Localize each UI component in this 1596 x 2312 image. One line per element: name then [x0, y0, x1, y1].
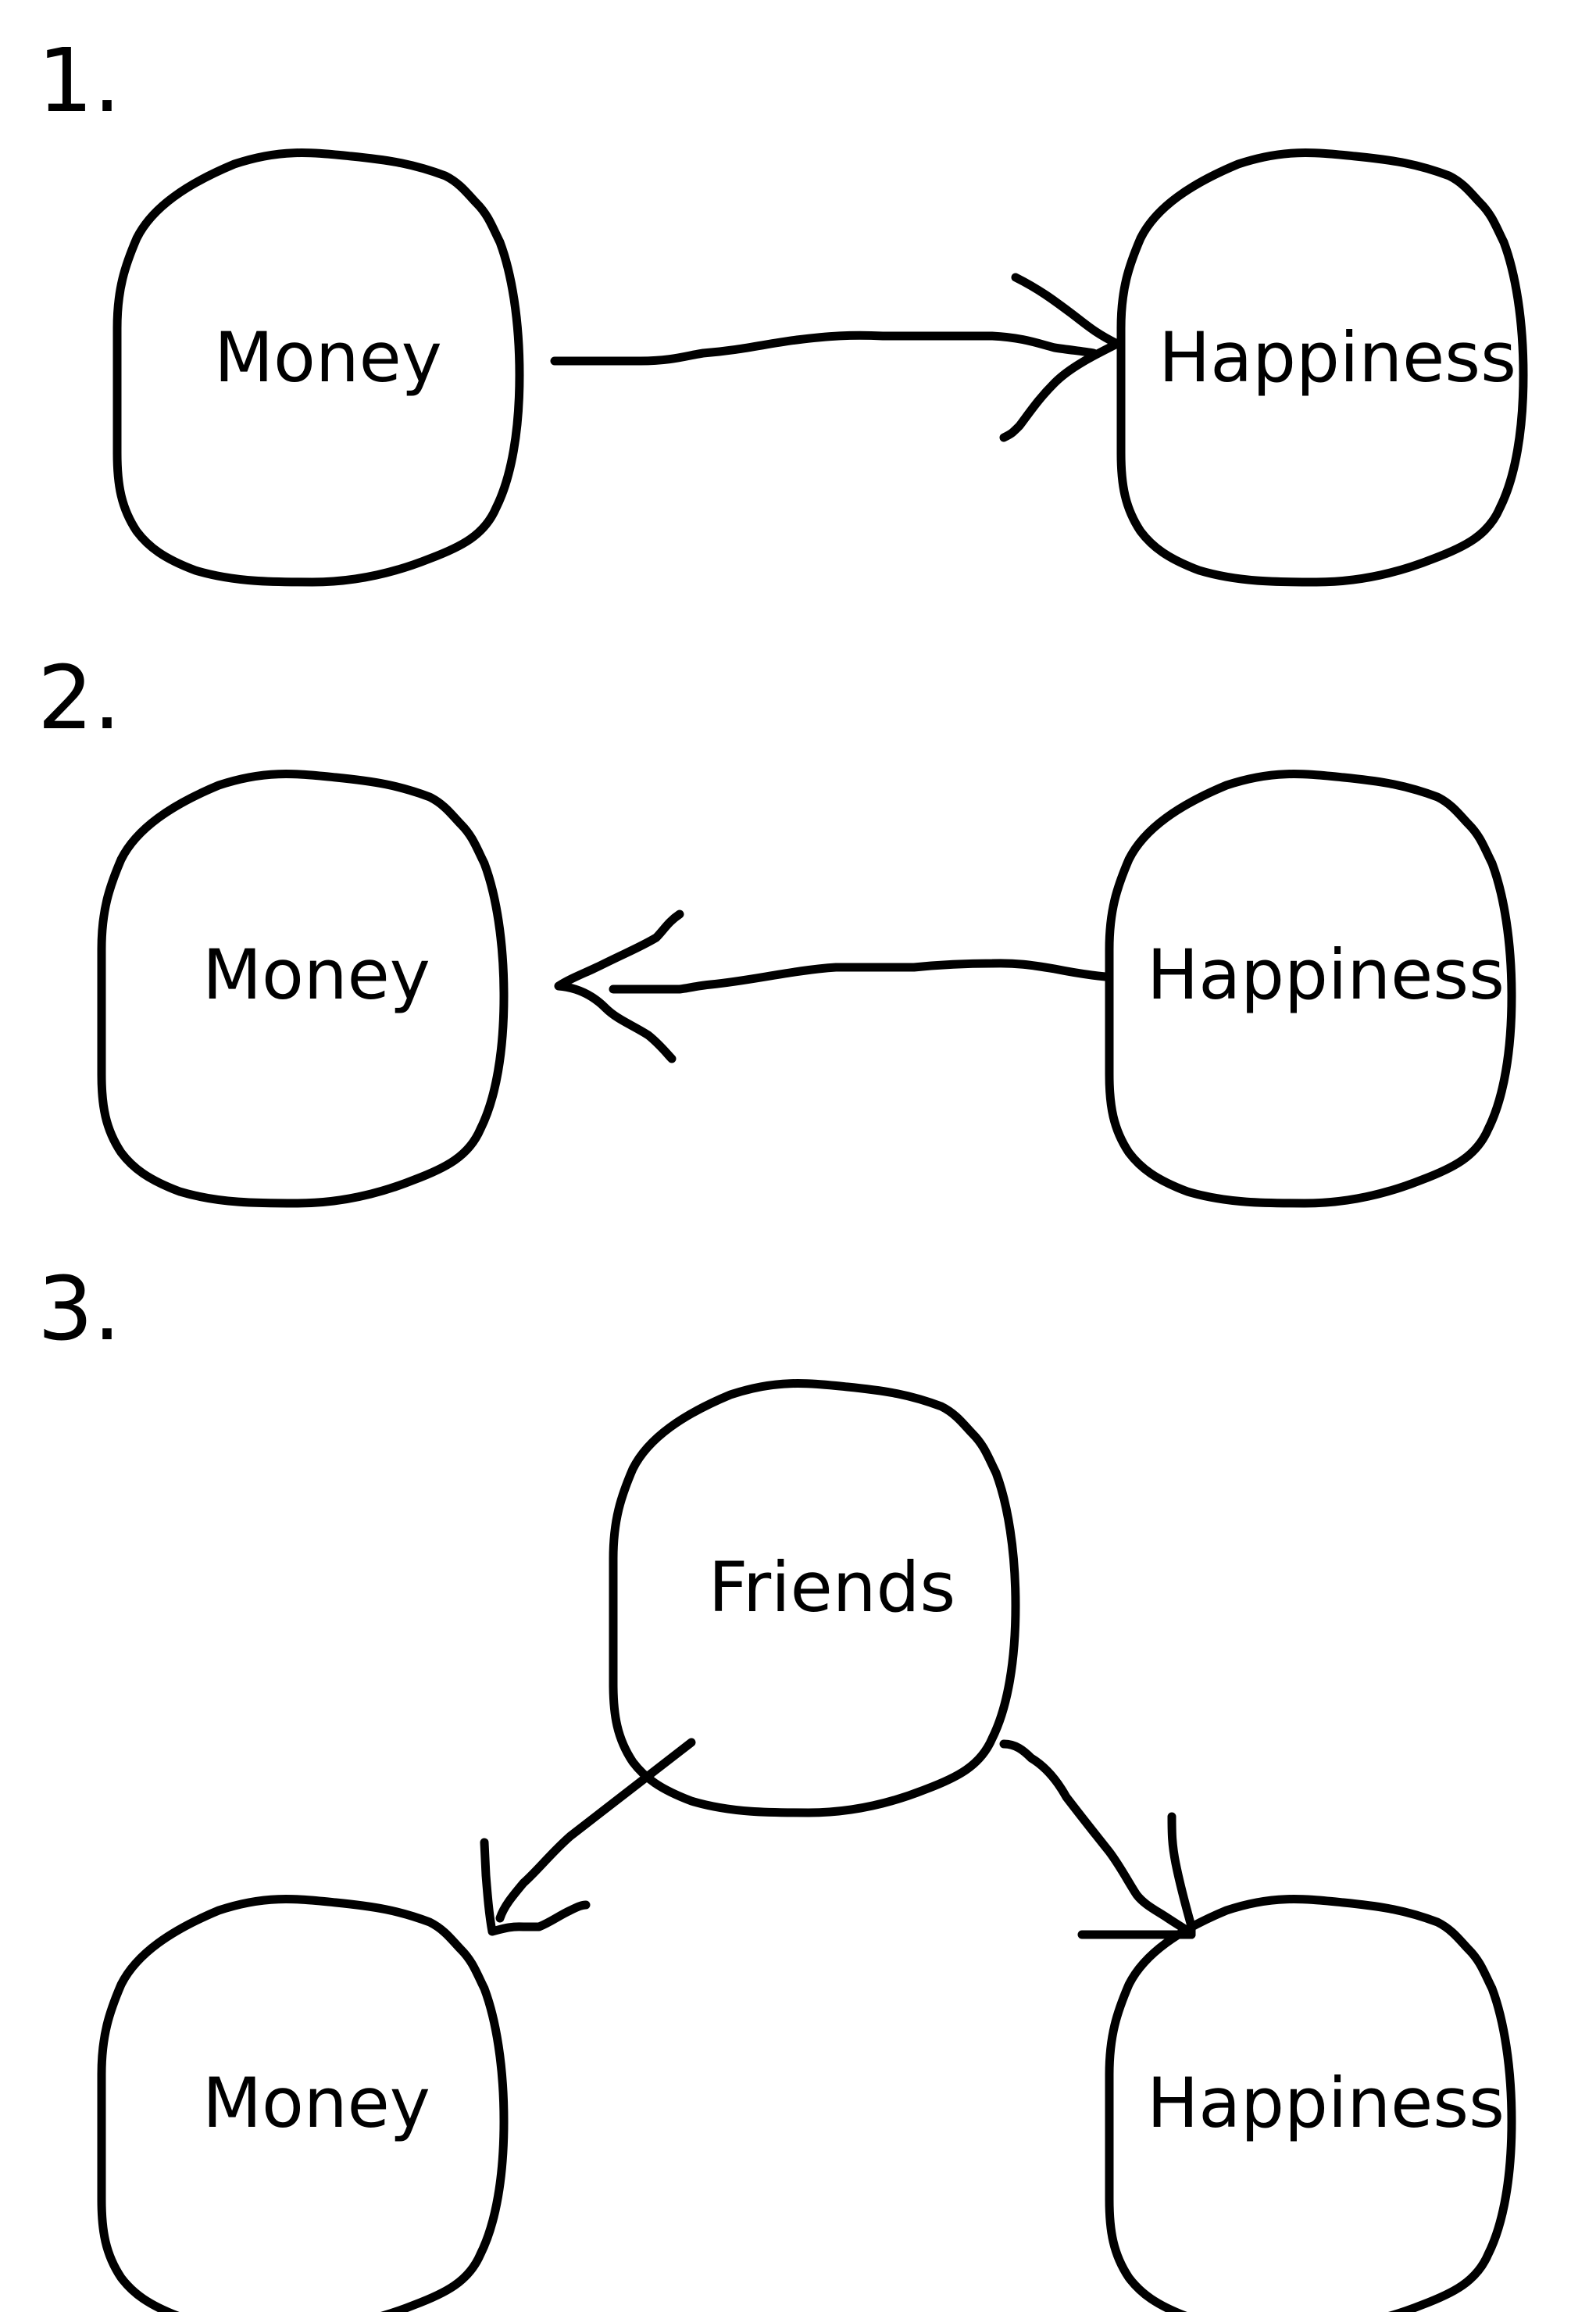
panel-number: 3. [37, 1259, 121, 1360]
arrow-head [999, 273, 1122, 442]
node-label: Happiness [1147, 2063, 1505, 2143]
panel-number: 1. [37, 30, 121, 132]
arrow-shaft [495, 1738, 696, 1923]
node-friends: Friends [613, 1384, 1016, 1813]
node-label: Happiness [1147, 934, 1505, 1015]
node-money: Money [102, 774, 504, 1203]
node-happiness: Happiness [1109, 774, 1512, 1203]
panel-3: 3. Friends Money Happiness [37, 1259, 1512, 2312]
arrow-head [480, 1838, 591, 1936]
panel-number: 2. [37, 648, 121, 749]
node-money: Money [117, 153, 520, 582]
arrow-shaft [609, 959, 1110, 994]
arrow-shaft [999, 1739, 1196, 1939]
arrow-friends-to-money [480, 1738, 696, 1936]
panel-2: 2. Money Happiness [37, 648, 1512, 1203]
arrow-money-to-happiness [550, 273, 1122, 442]
node-label: Money [214, 317, 442, 398]
node-happiness: Happiness [1121, 153, 1523, 582]
arrow-head [1077, 1812, 1196, 1939]
node-label: Friends [709, 1547, 955, 1628]
arrow-happiness-to-money [554, 909, 1110, 1063]
panel-1: 1. Money Happiness [37, 30, 1523, 582]
node-label: Happiness [1159, 317, 1516, 398]
arrow-shaft [550, 331, 1098, 366]
node-money: Money [102, 1899, 504, 2312]
node-label: Money [202, 934, 430, 1015]
arrow-head [554, 909, 684, 1063]
node-label: Money [202, 2063, 430, 2143]
node-happiness: Happiness [1109, 1899, 1512, 2312]
arrow-friends-to-happiness [999, 1739, 1196, 1939]
